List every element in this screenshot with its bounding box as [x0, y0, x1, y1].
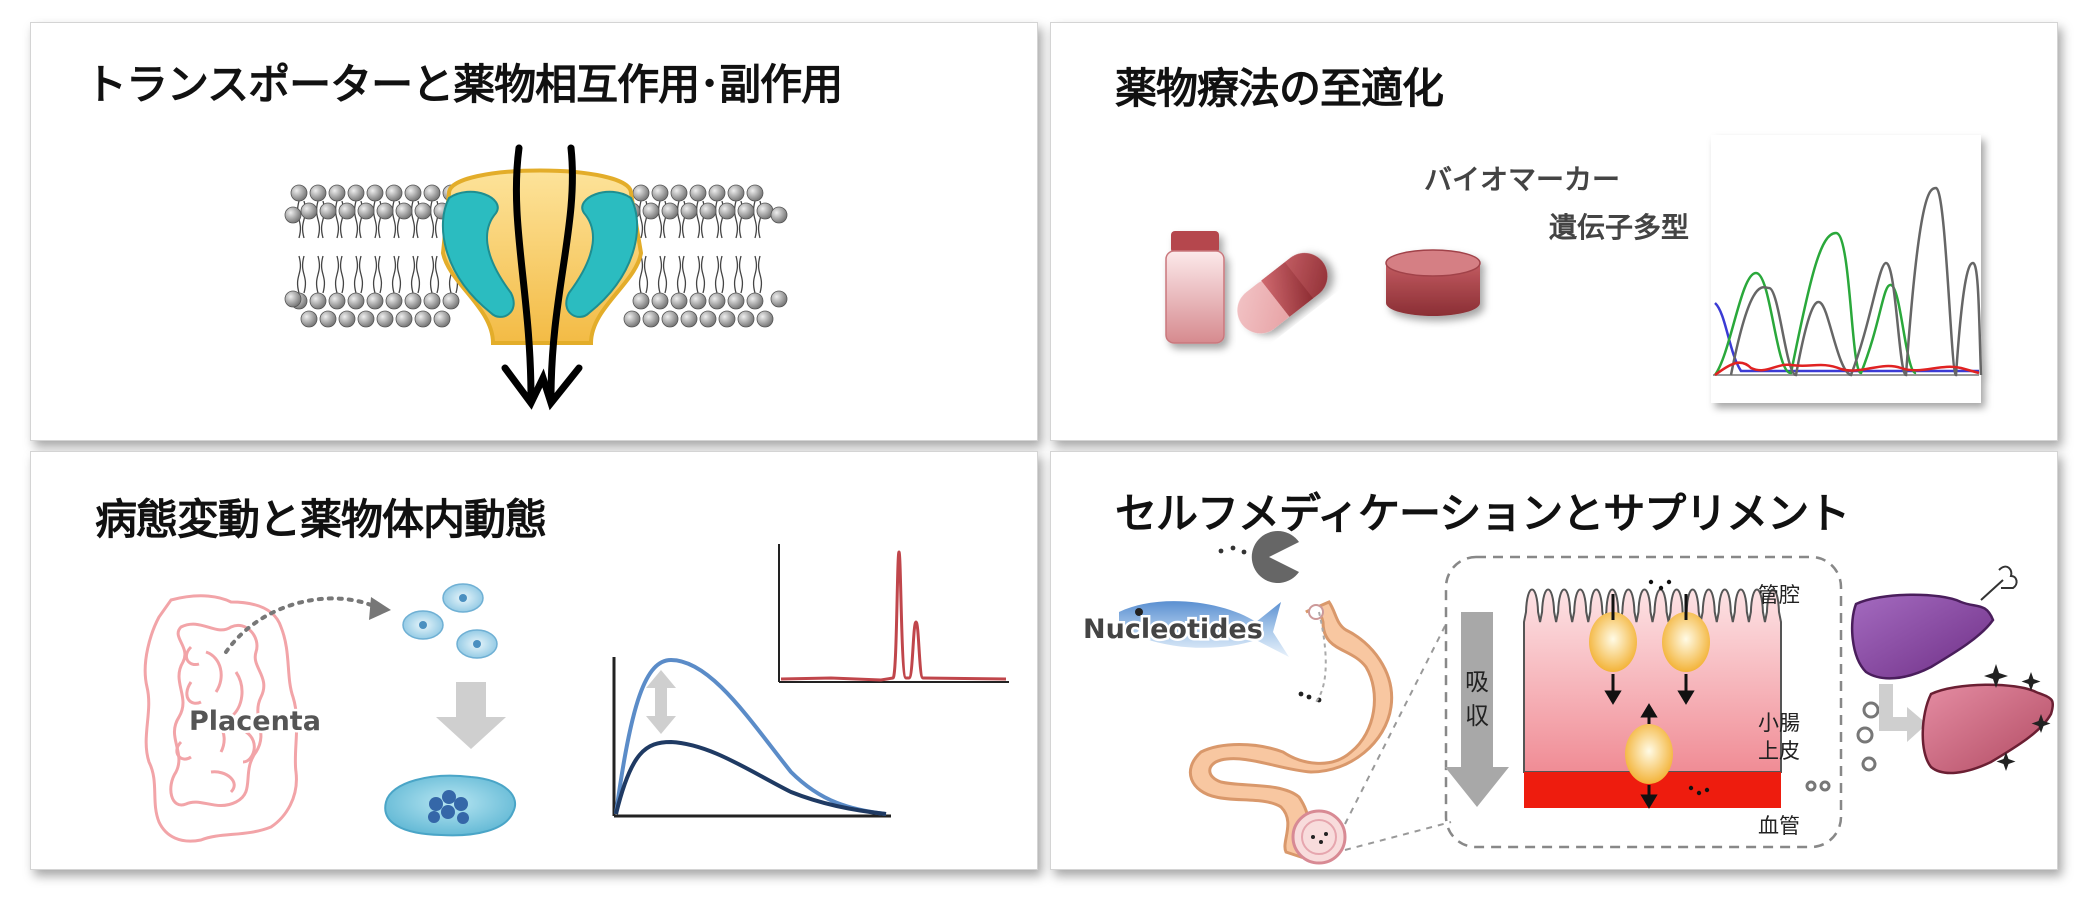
fish-icon — [1119, 601, 1289, 657]
recovery-arrow-icon — [1879, 684, 1927, 742]
lipid-bilayer — [284, 184, 788, 328]
blood-vessel-label: 血管 — [1758, 814, 1800, 838]
panel-title: セルフメディケーションとサプリメント — [1115, 489, 1850, 538]
medicine-bottle-icon — [1165, 231, 1225, 344]
sequencing-chromatogram — [1711, 135, 1983, 403]
intestinal-zoom-box — [1444, 555, 1843, 849]
placenta-label: Placenta — [189, 706, 321, 737]
chromatography-chart — [778, 544, 1009, 683]
panel-title: 病態変動と薬物体内動態 — [95, 495, 547, 544]
cells-icon — [402, 583, 498, 659]
down-arrow-icon — [436, 682, 506, 749]
tablet-icon — [1385, 249, 1481, 316]
epithelium-label-2: 上皮 — [1758, 739, 1800, 763]
panel-pharmacotherapy: 薬物療法の至適化 — [1050, 22, 2058, 441]
liver-healthy-icon — [1921, 664, 2055, 775]
lipid-heads — [284, 184, 788, 328]
metabolite-circles — [1805, 701, 1880, 792]
pharmacokinetic-curve-chart — [612, 657, 891, 818]
panel-transporter: トランスポーターと薬物相互作用･副作用 — [30, 22, 1038, 441]
epithelium-villi — [1523, 588, 1782, 773]
capsule-icon — [1237, 252, 1328, 334]
pacman-icon — [1218, 531, 1299, 583]
biomarker-label: バイオマーカー — [1424, 163, 1620, 196]
polymorphism-label: 遺伝子多型 — [1549, 211, 1689, 244]
double-arrow-icon — [646, 670, 676, 734]
dotted-transfer-arrow — [224, 596, 378, 654]
absorption-label-1: 吸 — [1465, 668, 1489, 696]
panel-selfmedication: セルフメディケーションとサプリメント Nucleotides — [1050, 451, 2058, 870]
substrate-flow-arrows — [501, 144, 583, 411]
panel-title: トランスポーターと薬物相互作用･副作用 — [85, 60, 843, 109]
lumen-label: 管腔 — [1758, 583, 1800, 607]
transporter-protein — [440, 168, 644, 345]
panel-title: 薬物療法の至適化 — [1115, 64, 1444, 113]
epithelium-label-1: 小腸 — [1758, 711, 1800, 735]
digestive-tract-illustration — [1188, 600, 1394, 865]
placenta-illustration — [143, 594, 299, 843]
transporters-icons — [1589, 579, 1710, 809]
panel-pathology: 病態変動と薬物体内動態 Placenta — [30, 451, 1038, 870]
fused-cell-icon — [384, 774, 516, 837]
absorption-arrow — [1445, 612, 1509, 807]
absorption-label-2: 収 — [1465, 702, 1489, 730]
liver-diseased-icon — [1850, 565, 2018, 680]
nucleotides-label: Nucleotides — [1083, 614, 1263, 645]
